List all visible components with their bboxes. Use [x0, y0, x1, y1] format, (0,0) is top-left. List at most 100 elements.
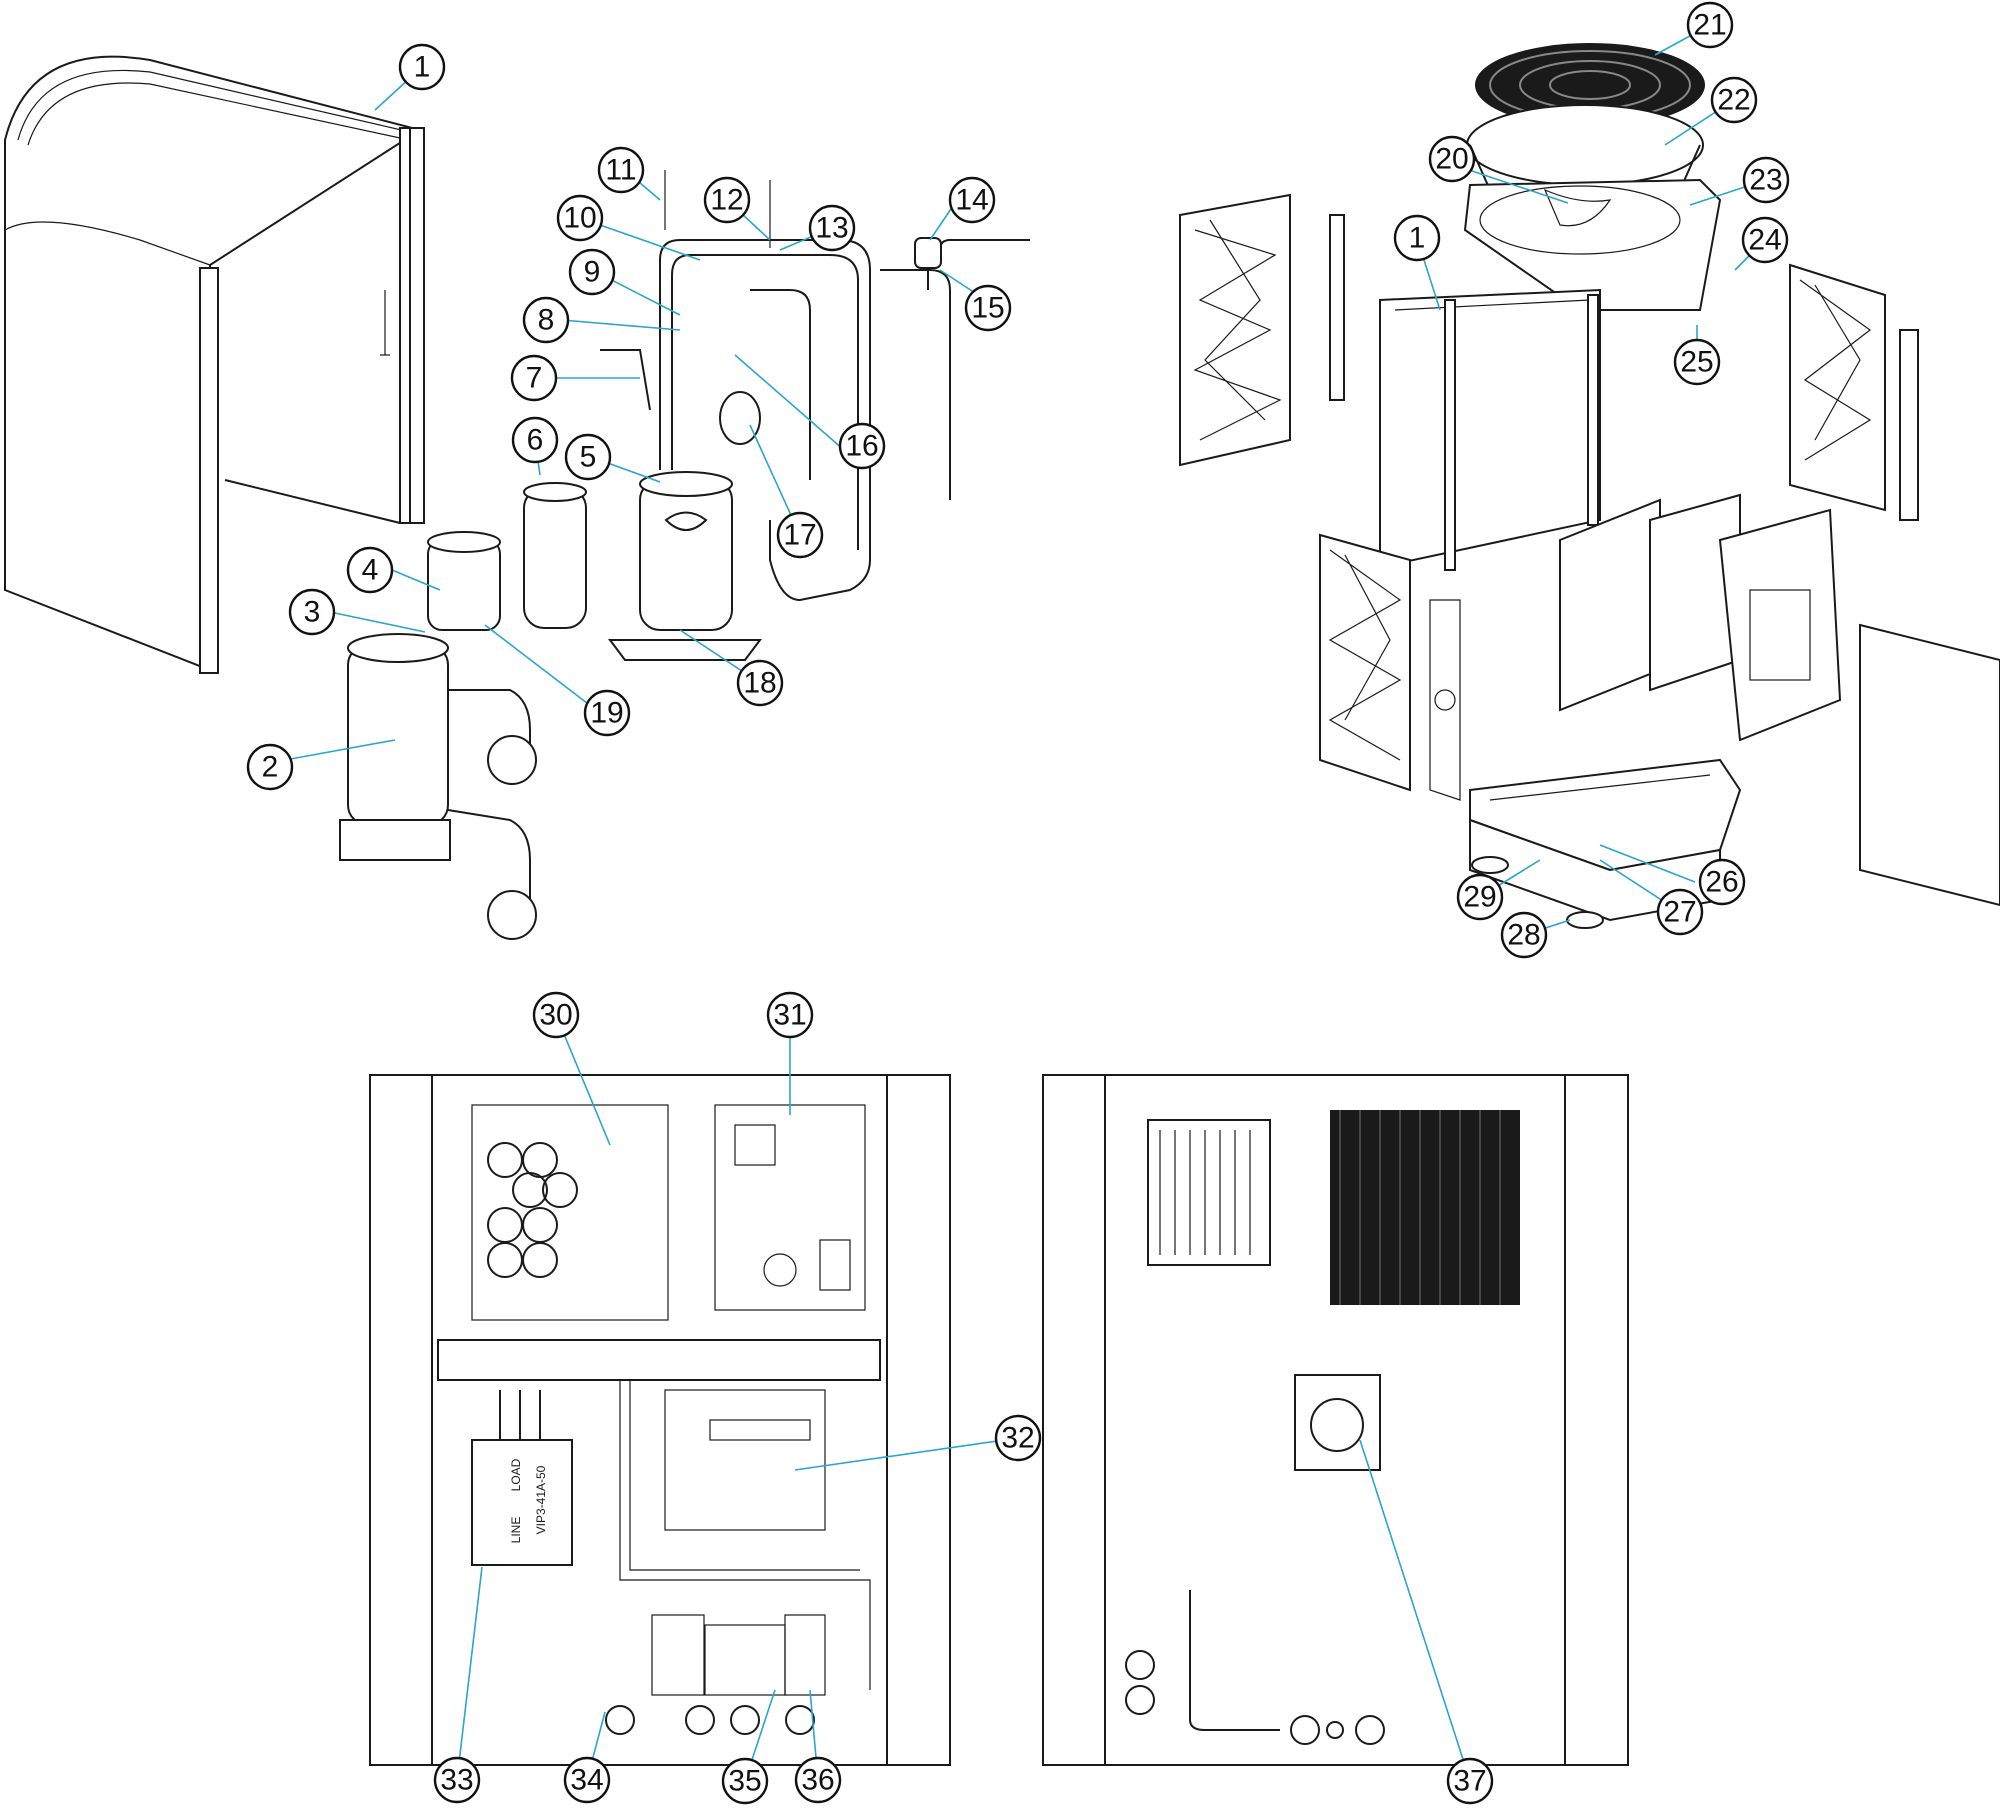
refrigerant-piping [600, 170, 1030, 602]
callout-26: 26 [1698, 858, 1746, 906]
callout-number: 35 [728, 1765, 761, 1798]
callout-28: 28 [1500, 911, 1548, 959]
callout-number: 6 [527, 424, 544, 457]
callout-circle [1710, 76, 1758, 124]
callout-number: 5 [580, 441, 597, 474]
callout-circle [346, 546, 394, 594]
callout-circle [838, 422, 886, 470]
callout-circle [808, 204, 856, 252]
receiver-tank [427, 531, 501, 631]
callout-22: 22 [1710, 76, 1758, 124]
callout-36: 36 [794, 1756, 842, 1804]
terminal-blocks [651, 1614, 826, 1696]
callout-number: 12 [710, 184, 743, 217]
callout-circle [794, 1756, 842, 1804]
callout-10: 10 [556, 194, 604, 242]
callout-number: 9 [584, 256, 601, 289]
callout-35: 35 [721, 1757, 769, 1805]
callout-number: 23 [1749, 164, 1782, 197]
compressor [608, 471, 762, 661]
callout-circle [964, 284, 1012, 332]
callout-circle [583, 689, 631, 737]
callout-number: 11 [605, 154, 636, 187]
callout-number: 19 [590, 697, 623, 730]
callout-number: 32 [1001, 1422, 1034, 1455]
grille-panels [1179, 193, 1919, 792]
electrical-panel: VIP3-41A-50 LOAD LINE [369, 1074, 951, 1766]
callout-number: 20 [1435, 143, 1468, 176]
filter-line-text: LINE [509, 1517, 523, 1544]
callout-circle [1673, 338, 1721, 386]
capacitor-array [487, 1142, 578, 1278]
callout-circle [510, 354, 558, 402]
callout-8: 8 [522, 296, 570, 344]
callout-circle [1686, 1, 1734, 49]
accumulator [523, 482, 587, 629]
callout-27: 27 [1656, 888, 1704, 936]
callout-circle [568, 248, 616, 296]
callout-number: 27 [1663, 896, 1696, 929]
electrical-box-exploded [1559, 493, 1842, 742]
callout-15: 15 [964, 284, 1012, 332]
front-door-panel [1429, 599, 2000, 907]
callout-13: 13 [808, 204, 856, 252]
callout-number: 22 [1717, 84, 1750, 117]
callout-number: 26 [1705, 866, 1738, 899]
callout-number: 33 [440, 1764, 473, 1797]
callout-14: 14 [948, 176, 996, 224]
filter-load-text: LOAD [509, 1458, 523, 1491]
callout-circle [1698, 858, 1746, 906]
callout-circle [288, 588, 336, 636]
callout-circle [776, 511, 824, 559]
callout-number: 14 [955, 184, 988, 217]
callout-number: 29 [1463, 881, 1496, 914]
callout-circle [398, 43, 446, 91]
callout-number: 17 [783, 519, 816, 552]
callout-number: 36 [801, 1764, 834, 1797]
callout-circle [532, 991, 580, 1039]
callout-circle [1446, 1757, 1494, 1805]
callout-number: 10 [563, 202, 596, 235]
callout-34: 34 [563, 1756, 611, 1804]
callout-number: 18 [743, 667, 776, 700]
callout-24: 24 [1741, 216, 1789, 264]
expansion-valve [914, 237, 942, 290]
callout-3: 3 [288, 588, 336, 636]
callout-number: 31 [773, 999, 806, 1032]
callout-circle [721, 1757, 769, 1805]
callout-11: 11 [597, 146, 645, 194]
callout-number: 21 [1693, 9, 1726, 42]
callout-9: 9 [568, 248, 616, 296]
condenser-coil [4, 55, 425, 674]
callout-2: 2 [246, 743, 294, 791]
callout-circle [948, 176, 996, 224]
callout-25: 25 [1673, 338, 1721, 386]
callout-number: 28 [1507, 919, 1540, 952]
callout-17: 17 [776, 511, 824, 559]
callout-number: 15 [971, 292, 1004, 325]
callout-circle [736, 659, 784, 707]
callout-circle [597, 146, 645, 194]
callout-circle [994, 1414, 1042, 1462]
callout-16: 16 [838, 422, 886, 470]
callout-number: 4 [362, 554, 379, 587]
callout-number: 3 [304, 596, 321, 629]
fan-guard [1475, 43, 1705, 127]
callout-19: 19 [583, 689, 631, 737]
callout-circle [564, 433, 612, 481]
callout-number: 37 [1453, 1765, 1486, 1798]
callout-number: 13 [815, 212, 848, 245]
callout-1: 1 [1393, 214, 1441, 262]
callout-circle [511, 416, 559, 464]
callout-number: 30 [539, 999, 572, 1032]
callout-23: 23 [1742, 156, 1790, 204]
callout-circle [1428, 135, 1476, 183]
callout-circle [246, 743, 294, 791]
cable-glands-bottom [605, 1705, 815, 1735]
callout-21: 21 [1686, 1, 1734, 49]
callout-circle [563, 1756, 611, 1804]
callout-29: 29 [1456, 873, 1504, 921]
filter-model-text: VIP3-41A-50 [534, 1465, 548, 1534]
callout-number: 1 [1409, 222, 1426, 255]
